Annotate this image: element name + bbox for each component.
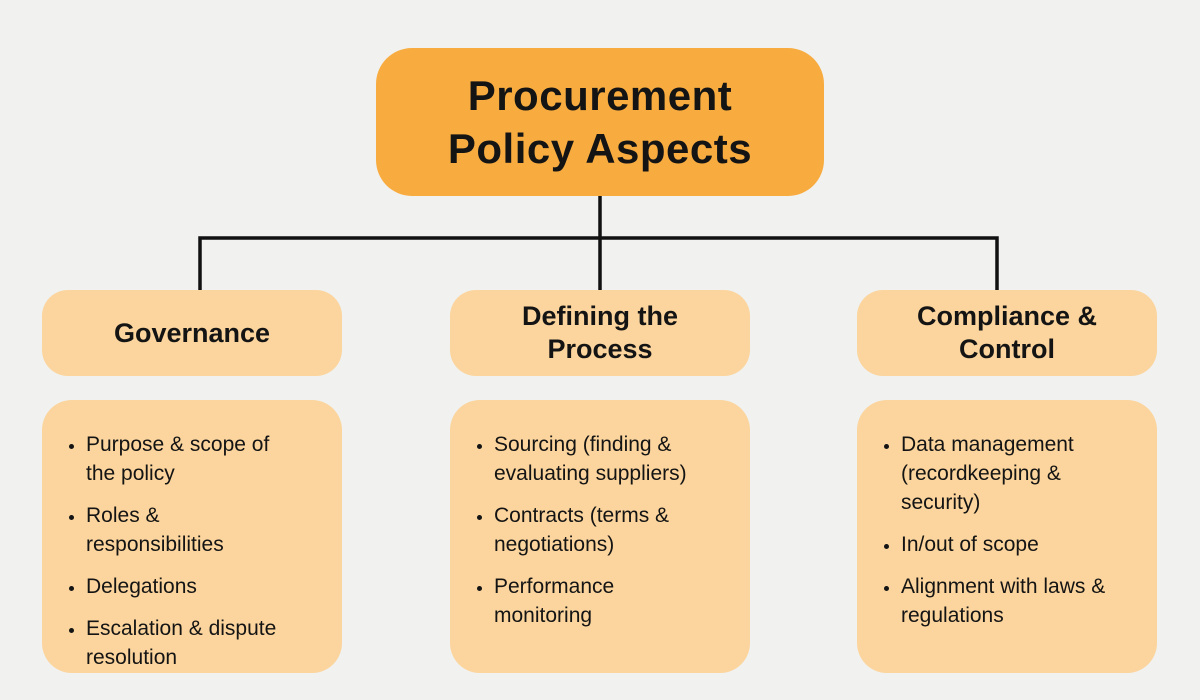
branch-header-governance: Governance <box>42 290 342 376</box>
bullet-item: Roles & responsibilities <box>86 501 302 559</box>
branch-body-compliance-control: Data management (recordkeeping & securit… <box>857 400 1157 673</box>
branch-body-defining-the-process: Sourcing (finding & evaluating suppliers… <box>450 400 750 673</box>
root-node: Procurement Policy Aspects <box>376 48 824 196</box>
bullet-item: In/out of scope <box>901 530 1117 559</box>
branch-body-governance: Purpose & scope of the policyRoles & res… <box>42 400 342 673</box>
bullet-list: Sourcing (finding & evaluating suppliers… <box>450 430 710 630</box>
bullet-item: Purpose & scope of the policy <box>86 430 302 488</box>
bullet-item: Contracts (terms & negotiations) <box>494 501 710 559</box>
bullet-item: Data management (recordkeeping & securit… <box>901 430 1117 517</box>
bullet-item: Delegations <box>86 572 302 601</box>
branch-header-compliance-control: Compliance & Control <box>857 290 1157 376</box>
bullet-item: Sourcing (finding & evaluating suppliers… <box>494 430 710 488</box>
branch-title: Defining the Process <box>522 301 678 364</box>
branch-title: Governance <box>113 317 271 348</box>
root-node-label: Procurement Policy Aspects <box>447 71 753 172</box>
branch-title: Compliance & Control <box>916 301 1098 364</box>
branch-header-defining-the-process: Defining the Process <box>450 290 750 376</box>
bullet-item: Alignment with laws & regulations <box>901 572 1117 630</box>
bullet-list: Data management (recordkeeping & securit… <box>857 430 1117 630</box>
bullet-item: Performance monitoring <box>494 572 710 630</box>
bullet-list: Purpose & scope of the policyRoles & res… <box>42 430 302 672</box>
bullet-item: Escalation & dispute resolution <box>86 614 302 672</box>
